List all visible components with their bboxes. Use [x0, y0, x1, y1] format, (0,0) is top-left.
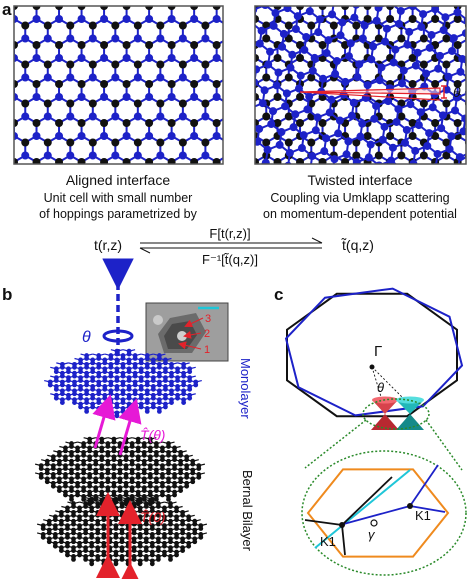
eq-forward-transform: F[t(r,z)]	[209, 226, 250, 241]
aligned-title: Aligned interface	[66, 172, 171, 188]
twist-theta-label: θ	[453, 84, 461, 100]
twisted-title: Twisted interface	[307, 172, 412, 188]
zoom-detail-ellipse	[301, 450, 467, 576]
eq-inverse-transform: F⁻¹[t̃(q,z)]	[202, 252, 258, 267]
k1-left-label: K1	[320, 534, 336, 549]
aligned-desc-1: Unit cell with small number	[44, 191, 193, 205]
twisted-desc-2: on momentum-dependent potential	[263, 207, 457, 221]
monolayer-label: Monolayer	[238, 358, 253, 419]
rotation-arrow-icon	[102, 329, 134, 343]
k1-right-label: K1	[415, 508, 431, 523]
twisted-frame	[254, 5, 467, 165]
coupling-theta-arrow-2	[118, 398, 142, 456]
zoom-k-lines	[304, 464, 446, 556]
panel-c-label: c	[274, 285, 283, 304]
t-zero-label: T̂(0)	[140, 509, 166, 525]
rotation-theta-label: θ	[82, 329, 91, 346]
aligned-lattice-image	[14, 6, 223, 164]
transform-arrows	[139, 237, 323, 254]
inset-label-1: 1	[204, 344, 210, 356]
inset-label-2: 2	[204, 328, 210, 340]
t-theta-label: T̂(θ)	[140, 427, 165, 443]
eq-real-space: t(r,z)	[94, 237, 122, 253]
k1-point-left	[339, 522, 345, 528]
aligned-desc-2: of hoppings parametrized by	[39, 207, 197, 221]
aligned-frame	[13, 5, 224, 165]
twist-angle-marker	[299, 85, 447, 101]
brillouin-zone-blue	[284, 287, 464, 417]
k1-point-right	[407, 503, 413, 509]
coupling-theta-arrow-1	[92, 394, 116, 449]
zoom-source-ellipse	[362, 398, 430, 430]
zoom-link-left	[304, 419, 367, 469]
gamma-small-label: γ	[368, 527, 376, 542]
zoom-hexagon-orange	[306, 468, 450, 558]
angle-theta-label: θ	[377, 380, 384, 395]
dirac-cone-cyan	[396, 396, 424, 430]
stm-inset-image	[145, 302, 229, 362]
gamma-label: Γ	[374, 343, 382, 360]
bernal-bilayer-label: Bernal Bilayer	[240, 470, 255, 552]
gamma-small-point	[370, 519, 378, 527]
panel-b-label: b	[2, 285, 12, 304]
twisted-lattice-image	[255, 6, 466, 164]
twisted-desc-1: Coupling via Umklapp scattering	[270, 191, 449, 205]
eq-momentum-space: t̃(q,z)	[341, 237, 374, 253]
panel-a-label: a	[2, 0, 12, 19]
bilayer-top-sheet	[34, 436, 206, 507]
bilayer-bottom-sheet	[36, 496, 208, 567]
inset-label-3: 3	[205, 313, 211, 325]
